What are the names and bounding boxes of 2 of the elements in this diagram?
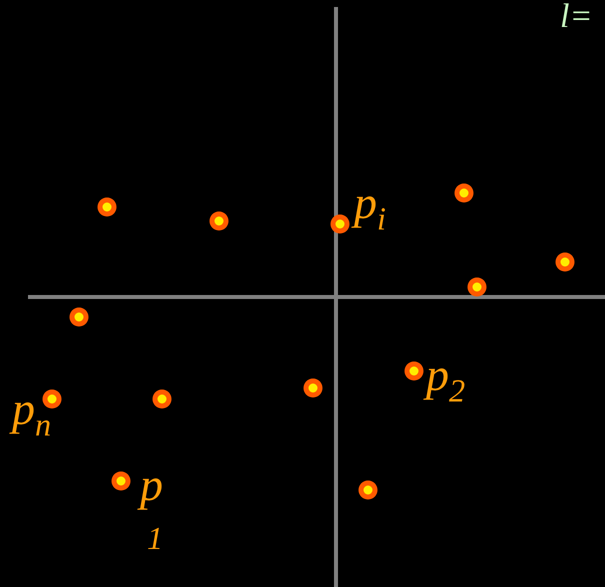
formula-label: l=: [560, 0, 592, 34]
subscript-label: 1: [147, 522, 163, 554]
